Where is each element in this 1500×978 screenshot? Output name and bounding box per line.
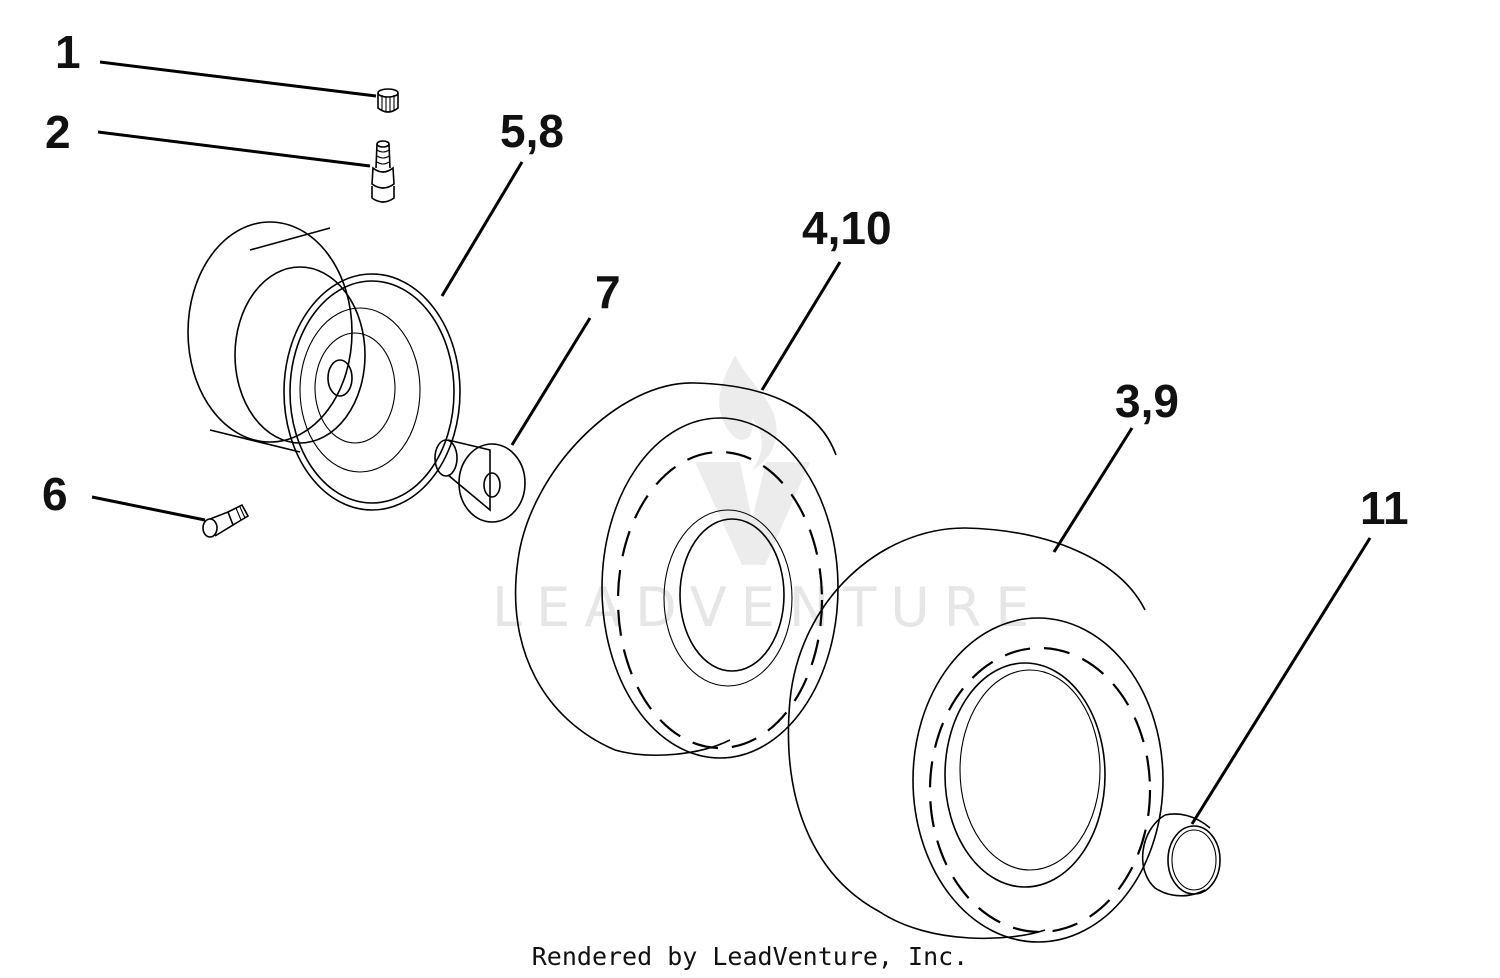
leader-line-6 xyxy=(91,495,206,522)
valve-cap-part xyxy=(377,88,399,113)
watermark-text: LEADVENTURE xyxy=(492,576,1043,639)
hub-cap-part xyxy=(1141,813,1221,897)
valve-stem-part xyxy=(371,140,395,203)
callout-2: 2 xyxy=(45,106,71,158)
leader-line-3-9 xyxy=(1052,427,1134,553)
rear-tire-part xyxy=(787,527,1164,943)
leader-line-7 xyxy=(510,317,592,446)
leader-line-1 xyxy=(99,60,377,98)
callout-4-10: 4,10 xyxy=(802,202,892,254)
callout-11: 11 xyxy=(1360,482,1409,534)
callout-3-9: 3,9 xyxy=(1115,375,1179,427)
callout-7: 7 xyxy=(595,266,621,318)
leader-line-11 xyxy=(1190,537,1372,825)
callout-1: 1 xyxy=(55,26,81,78)
watermark-logo xyxy=(695,355,810,565)
wheel-rim-part xyxy=(187,221,461,511)
leader-line-4-10 xyxy=(760,261,842,391)
callout-5-8: 5,8 xyxy=(500,105,564,157)
callout-6: 6 xyxy=(42,468,68,520)
leader-line-2 xyxy=(97,130,371,168)
leader-line-5-8 xyxy=(440,161,524,297)
bushing-part xyxy=(434,439,526,523)
front-tire-part xyxy=(514,382,839,759)
bolt-part xyxy=(202,503,250,538)
render-credit: Rendered by LeadVenture, Inc. xyxy=(532,942,969,971)
